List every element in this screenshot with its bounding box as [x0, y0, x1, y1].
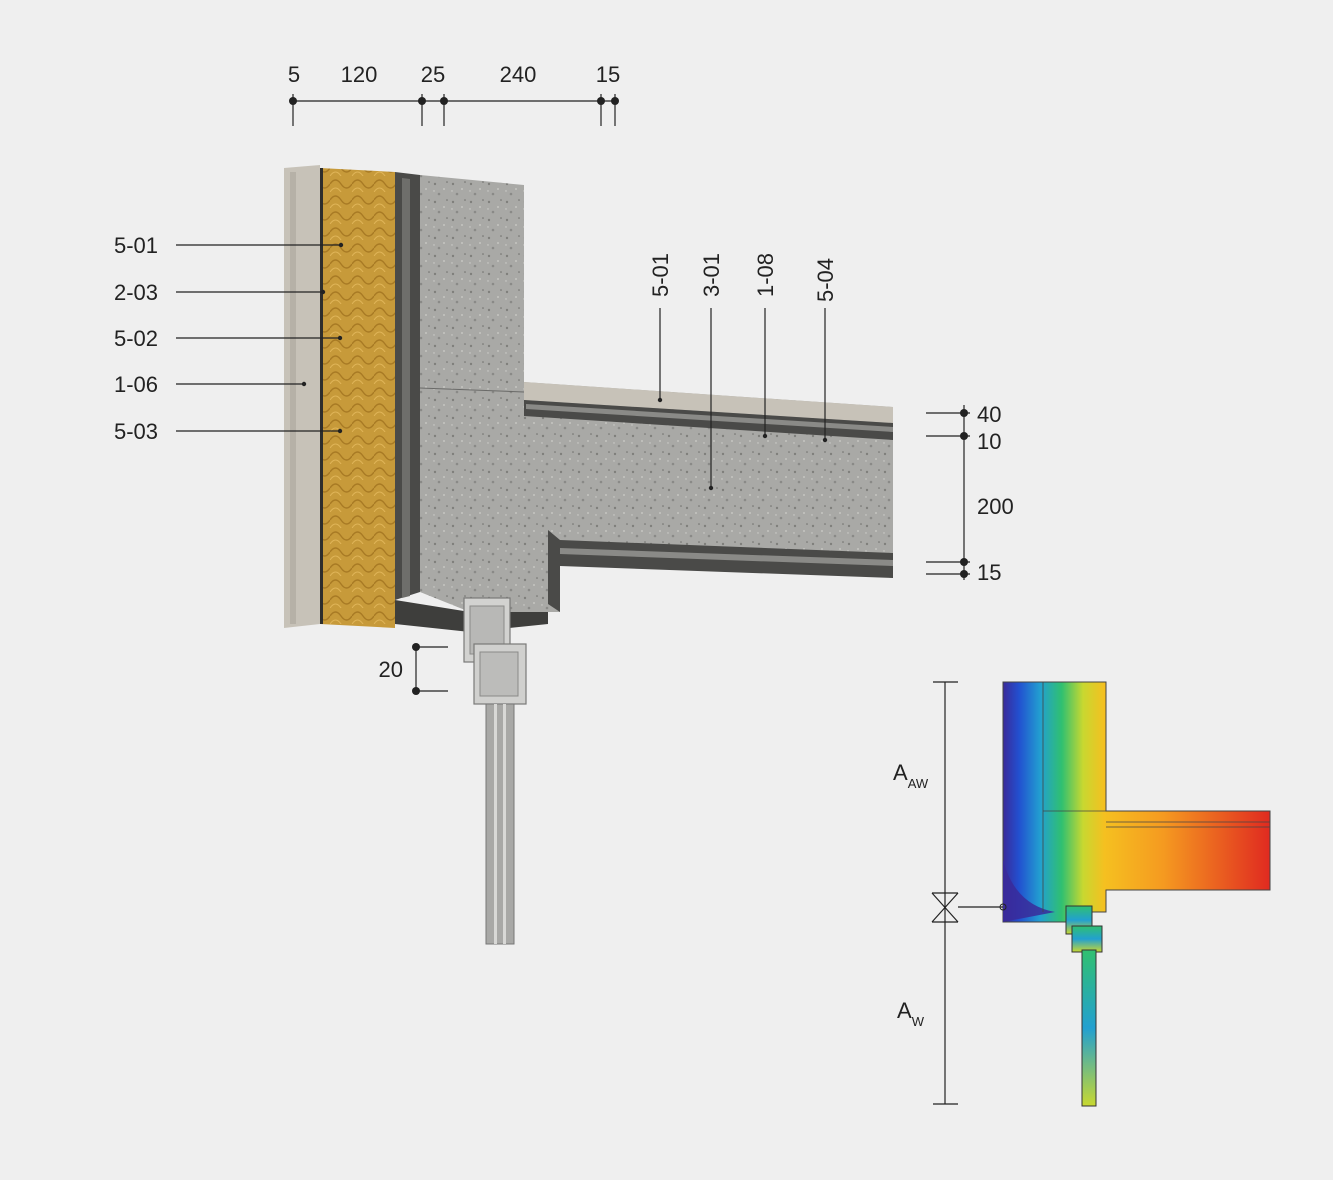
right-dim-label: 15	[977, 560, 1001, 585]
layer-label: 1-06	[114, 372, 158, 397]
glass-pane	[494, 704, 497, 944]
thermal-area-dimension: AAW AW	[893, 681, 1007, 1105]
dimension-ticks	[289, 94, 619, 126]
a-w-label: AW	[897, 998, 925, 1029]
window-dim-label: 20	[379, 657, 403, 682]
mineral-wool-insulation	[320, 168, 395, 628]
slab-labels: 5-01 3-01 1-08 5-04	[648, 253, 838, 491]
top-dim-label: 240	[500, 62, 537, 87]
wall-section	[284, 165, 893, 632]
soffit-return	[395, 600, 470, 632]
top-dim-label: 120	[341, 62, 378, 87]
sash-inner	[479, 651, 519, 697]
thermal-cold-corner	[1003, 860, 1055, 922]
layer-label: 2-03	[114, 280, 158, 305]
wall-membrane-highlight	[402, 178, 410, 598]
outer-render-shade	[290, 172, 296, 624]
a-aw-label: AAW	[893, 760, 929, 791]
slab-step-edge	[548, 530, 560, 612]
thermal-sash	[1071, 925, 1103, 953]
glass-pane	[503, 704, 506, 944]
top-dim-label: 5	[288, 62, 300, 87]
thermal-simulation	[1002, 681, 1271, 1107]
left-labels: 5-01 2-03 5-02 1-06 5-03	[114, 233, 344, 444]
adhesive-layer	[320, 168, 323, 624]
layer-label: 5-03	[114, 419, 158, 444]
slab-screed-layer	[524, 382, 893, 423]
layer-label: 5-02	[114, 326, 158, 351]
window-dimension: 20	[379, 643, 448, 695]
right-dim-label: 40	[977, 402, 1001, 427]
slab-underside-highlight	[560, 548, 893, 566]
thermal-wall-slab	[1002, 681, 1271, 923]
slab-membrane-highlight	[526, 404, 893, 432]
slab-layer-label: 5-01	[648, 253, 673, 297]
layer-label: 5-01	[114, 233, 158, 258]
right-dim-label: 10	[977, 429, 1001, 454]
wall-slab-joint	[419, 387, 525, 393]
right-dimension-chain: 40 10 200 15	[926, 402, 1014, 585]
slab-layer-label: 5-04	[813, 258, 838, 302]
top-dim-label: 15	[596, 62, 620, 87]
slab-layer-label: 3-01	[699, 253, 724, 297]
outer-render	[284, 165, 320, 628]
thermal-glazing	[1081, 949, 1097, 1107]
window-frame	[463, 597, 527, 945]
glazing-unit	[485, 703, 515, 945]
top-dimension-chain: 5 120 25 240 15	[288, 62, 620, 126]
right-dim-label: 200	[977, 494, 1014, 519]
slab-layer-label: 1-08	[753, 253, 778, 297]
top-dim-label: 25	[421, 62, 445, 87]
